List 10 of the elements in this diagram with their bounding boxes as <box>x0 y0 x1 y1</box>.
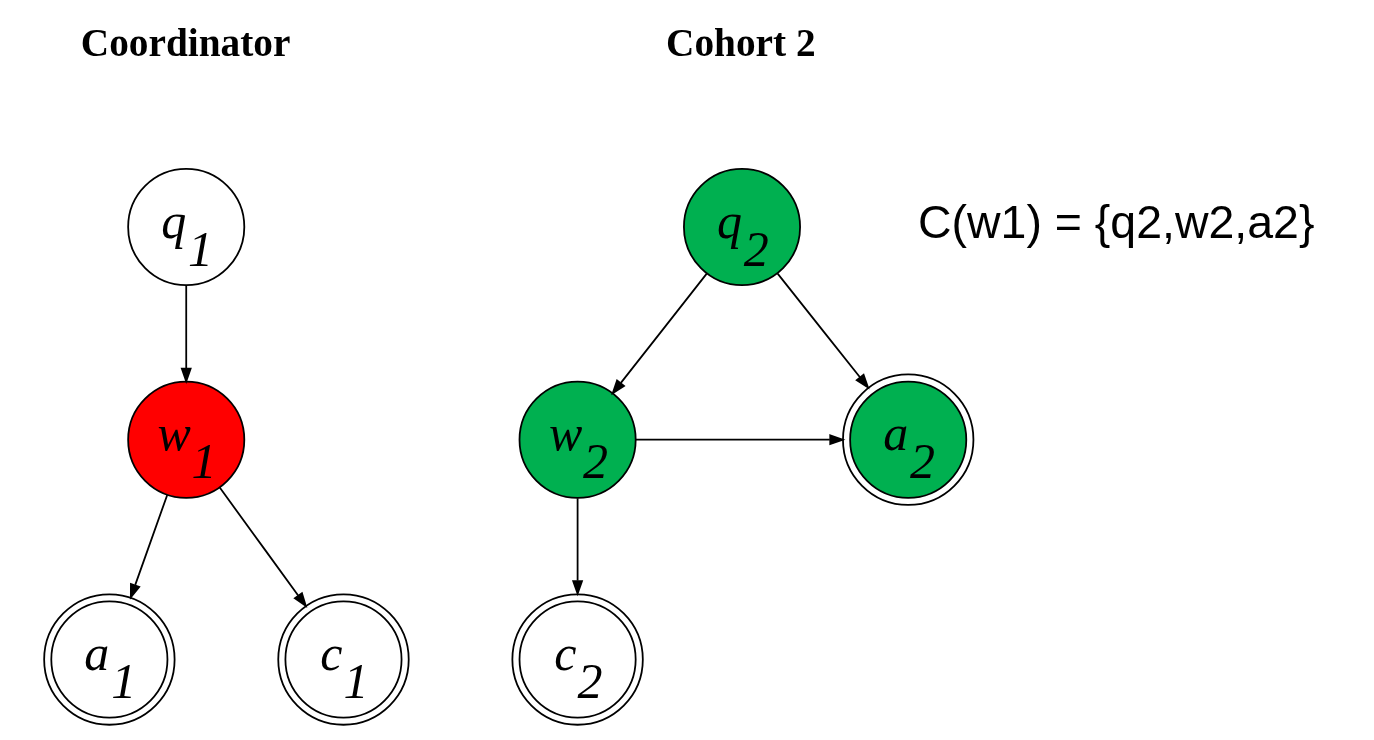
arrow <box>571 497 583 597</box>
arrow <box>180 284 192 384</box>
arrow <box>218 486 307 609</box>
arrow <box>129 494 168 600</box>
label: Coordinator <box>80 20 290 65</box>
label: C(w1) = {q2,w2,a2} <box>917 196 1314 249</box>
arrow <box>634 434 845 446</box>
arrow <box>776 272 870 390</box>
arrow <box>610 272 708 396</box>
label: Cohort 2 <box>665 20 816 65</box>
